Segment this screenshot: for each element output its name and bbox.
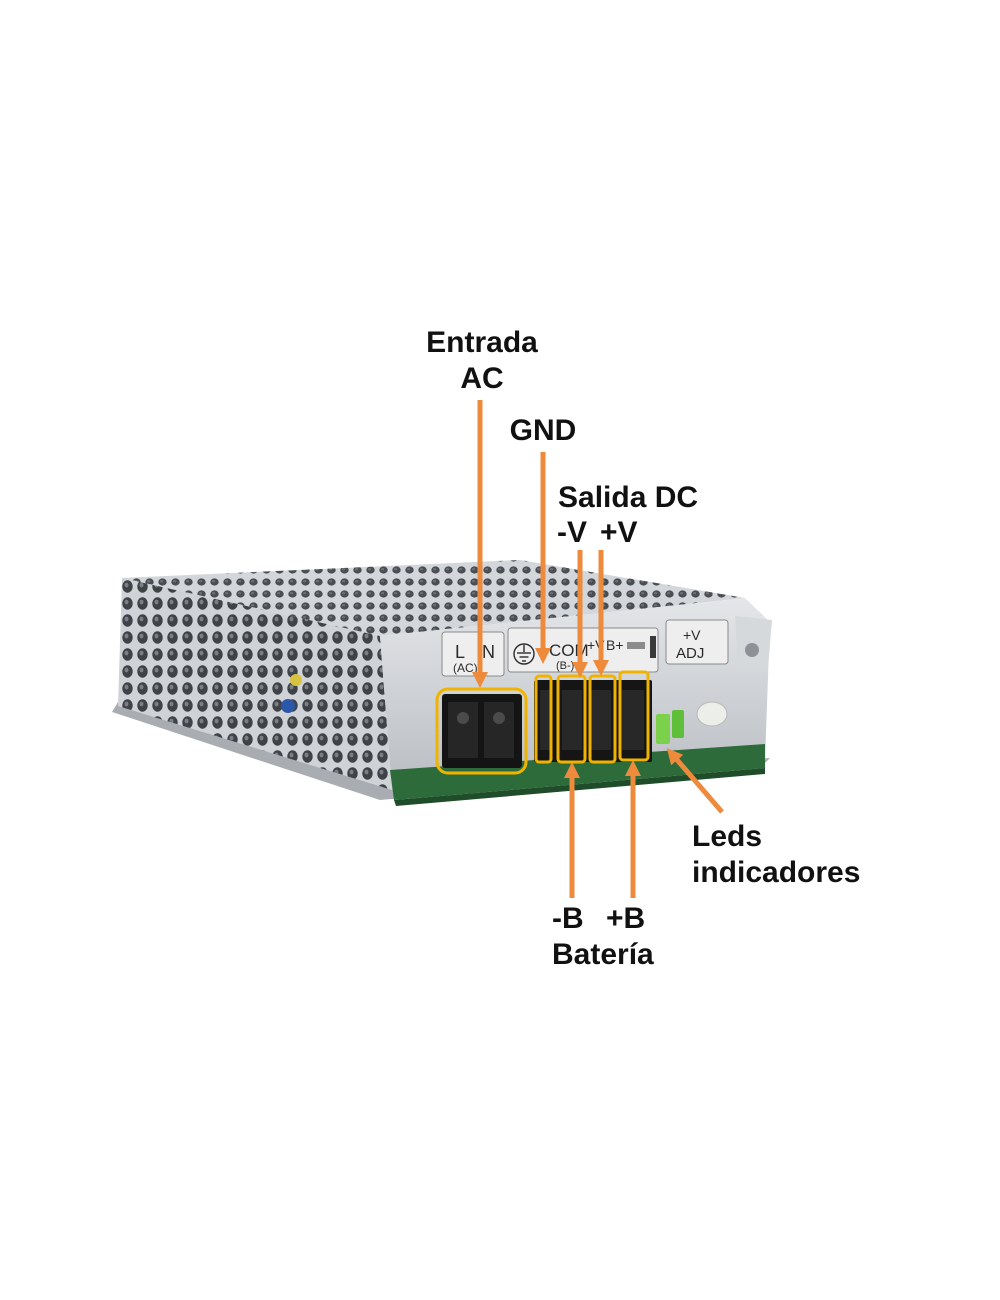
green-led (656, 714, 670, 744)
green-led-2 (672, 710, 684, 738)
fuse-symbol-icon (627, 642, 645, 649)
salida-dc-label: Salida DC (558, 481, 698, 514)
terminal-n-label: N (482, 642, 495, 662)
plus-v-label: +V (600, 516, 638, 549)
terminal-com-label: COM (549, 641, 589, 660)
ac-terminal-block (442, 694, 522, 768)
adjust-potentiometer (696, 701, 728, 727)
callout-arrows (471, 400, 724, 898)
terminal-b-plus-label: B+ (606, 637, 624, 653)
leds-label: Leds (692, 820, 762, 853)
entrada-ac-label: AC (460, 362, 503, 395)
ac-terminal-highlight (435, 687, 528, 775)
minus-b-label: -B (552, 902, 584, 935)
indicadores-label: indicadores (692, 856, 860, 889)
gnd-terminal-highlight (534, 674, 553, 764)
pcb-edge (394, 768, 765, 806)
gnd-label: GND (510, 414, 577, 447)
blue-capacitor (281, 699, 295, 713)
top-cover (122, 560, 745, 636)
leds-arrow (666, 747, 724, 814)
bateria-label: Batería (552, 938, 654, 971)
right-flange (735, 616, 772, 668)
terminal-b-minus-label: (B-) (556, 660, 574, 672)
adj-slot-icon (650, 636, 656, 658)
power-supply-unit: L N (AC) COM +V B+ (B-) +V ADJ (112, 560, 772, 806)
plus-b-label: +B (606, 902, 645, 935)
entrada-label: Entrada (426, 326, 538, 359)
flange-hole (745, 643, 759, 657)
ground-symbol-icon (513, 643, 535, 665)
yellow-component (290, 674, 302, 686)
terminal-l-label: L (455, 642, 465, 662)
dc-terminal-block (534, 680, 652, 762)
label-strip-adj (665, 619, 729, 665)
terminal-ac-label: (AC) (453, 661, 478, 675)
minus-v-label: -V (557, 516, 587, 549)
adj-top-label: +V (683, 627, 701, 643)
side-panel (118, 578, 392, 790)
adj-bottom-label: ADJ (676, 645, 704, 662)
